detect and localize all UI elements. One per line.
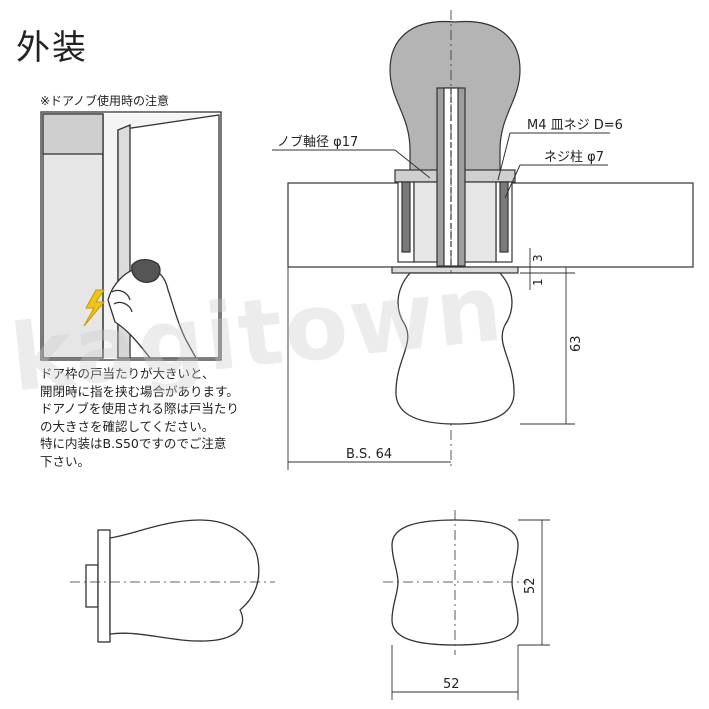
screw-label: M4 皿ネジ D=6 bbox=[527, 118, 623, 133]
dim-63-label: 63 bbox=[569, 335, 584, 352]
caution-line: ドア枠の戸当たりが大きいと、 bbox=[40, 366, 215, 381]
front-width-label: 52 bbox=[443, 677, 460, 692]
pinch-warning-icon bbox=[83, 289, 106, 327]
caution-illustration bbox=[40, 111, 222, 361]
backset-label: B.S. 64 bbox=[346, 447, 392, 462]
caution-line: 開閉時に指を挟む場合があります。 bbox=[40, 383, 239, 399]
caution-line: 下さい。 bbox=[40, 453, 91, 469]
knob-profile-outline bbox=[395, 272, 515, 425]
caution-line: 特に内装はB.S50ですのでご注意 bbox=[40, 436, 227, 451]
knob-side-view bbox=[70, 519, 275, 643]
knob-cross-section bbox=[287, 10, 694, 470]
shaft-diameter-label: ノブ軸径 φ17 bbox=[277, 134, 358, 150]
front-height-label: 52 bbox=[523, 577, 538, 594]
leader-lines bbox=[272, 132, 610, 199]
front-view-dimensions bbox=[391, 519, 550, 700]
caution-line: ドアノブを使用される際は戸当たり bbox=[40, 401, 239, 416]
dim-1-label: 1 bbox=[531, 278, 545, 286]
caution-heading: ※ドアノブ使用時の注意 bbox=[40, 94, 169, 108]
height-dimensions bbox=[520, 248, 575, 425]
backset-dimension bbox=[287, 267, 451, 470]
screw-post-label: ネジ柱 φ7 bbox=[544, 150, 604, 165]
caution-text: ドア枠の戸当たりが大きいと、 開閉時に指を挟む場合があります。 ドアノブを使用さ… bbox=[40, 365, 290, 470]
caution-line: の大きさを確認してください。 bbox=[40, 418, 215, 434]
dim-3-label: 3 bbox=[531, 254, 545, 262]
page-title: 外装 bbox=[16, 28, 88, 68]
knob-front-view bbox=[383, 510, 527, 655]
